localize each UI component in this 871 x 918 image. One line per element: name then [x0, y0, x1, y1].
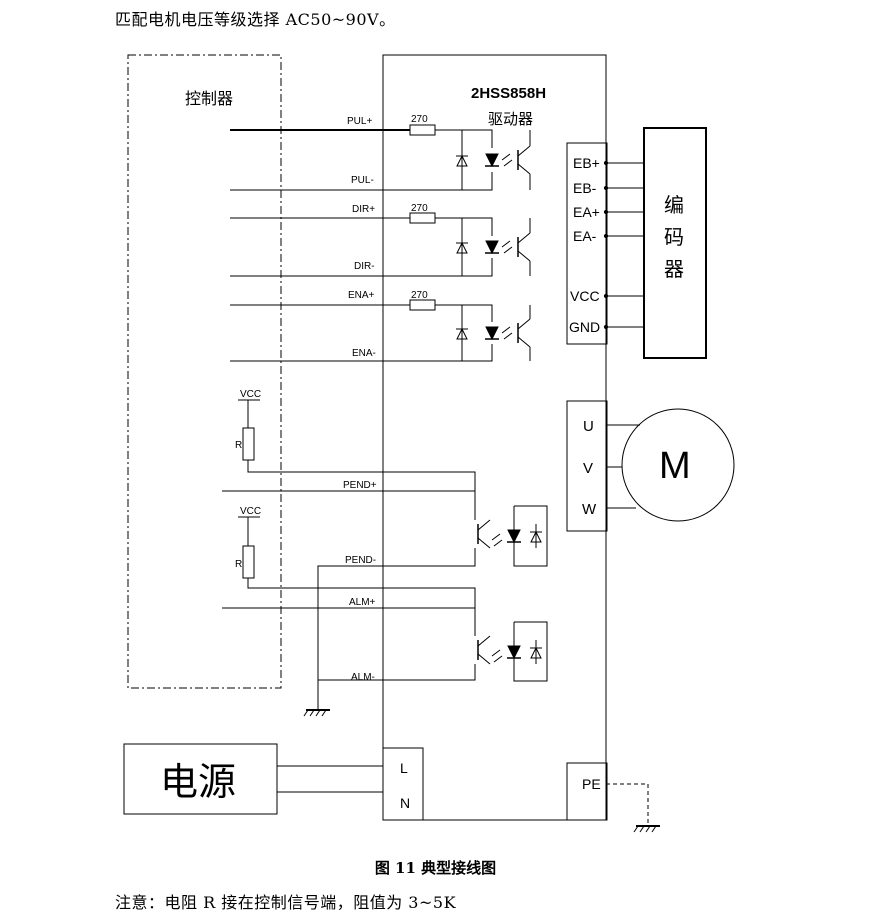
- encoder-label-char-1: 编: [664, 194, 684, 217]
- pend-plus-label: PEND+: [343, 480, 377, 491]
- dir-channel: [409, 212, 531, 277]
- pend-pullup: [238, 399, 476, 520]
- eb-plus-label: EB+: [573, 155, 600, 171]
- alm-output-opto: [477, 621, 548, 682]
- driver-box: [382, 54, 607, 821]
- pe-ground-symbol: [633, 825, 660, 833]
- dir-resistor-value: 270: [411, 203, 428, 214]
- ena-channel: [409, 299, 531, 362]
- motor-label: M: [659, 445, 691, 487]
- encoder-box: [643, 127, 707, 359]
- pe-label: PE: [582, 776, 601, 792]
- driver-model: 2HSS858H: [471, 85, 546, 102]
- motor-wires: [606, 424, 640, 509]
- dir-minus-label: DIR-: [354, 261, 375, 272]
- ea-plus-label: EA+: [573, 204, 600, 220]
- encoder-vcc-label: VCC: [570, 288, 600, 304]
- motor-u-label: U: [583, 418, 594, 435]
- motor-w-label: W: [582, 501, 597, 518]
- power-port-box: [382, 747, 424, 821]
- encoder-label-char-2: 码: [664, 227, 684, 249]
- pend-vcc-label: VCC: [240, 389, 261, 400]
- pend-r-label: R: [235, 440, 242, 451]
- controller-box: [127, 54, 282, 689]
- motor-v-label: V: [583, 460, 593, 477]
- figure-caption: 图 11 典型接线图: [374, 859, 497, 877]
- driver-label: 驱动器: [488, 111, 533, 128]
- ea-minus-label: EA-: [573, 228, 597, 244]
- pul-plus-label: PUL+: [347, 116, 372, 127]
- encoder-label-char-3: 器: [664, 259, 684, 281]
- encoder-wires: [603, 160, 644, 330]
- power-label: 电源: [160, 760, 236, 804]
- ground-return: [303, 548, 476, 717]
- ena-plus-label: ENA+: [348, 290, 375, 301]
- encoder-gnd-label: GND: [569, 319, 600, 335]
- alm-plus-label: ALM+: [349, 597, 376, 608]
- ena-resistor-value: 270: [411, 290, 428, 301]
- intro-text: 匹配电机电压等级选择 AC50~90V。: [115, 10, 396, 29]
- ena-minus-label: ENA-: [352, 348, 376, 359]
- alm-r-label: R: [235, 559, 242, 570]
- power-l-label: L: [400, 760, 408, 776]
- power-wires: [277, 765, 383, 793]
- pend-minus-label: PEND-: [345, 555, 376, 566]
- eb-minus-label: EB-: [573, 180, 597, 196]
- note-text: 注意：电阻 R 接在控制信号端，阻值为 3~5K: [115, 893, 457, 912]
- alm-minus-label: ALM-: [351, 672, 375, 683]
- alm-vcc-label: VCC: [240, 506, 261, 517]
- encoder-port-box: [566, 142, 608, 345]
- power-n-label: N: [400, 795, 410, 811]
- motor-circle: [621, 408, 735, 522]
- alm-pullup: [238, 516, 476, 636]
- pul-channel: [409, 124, 531, 191]
- controller-label: 控制器: [185, 90, 233, 108]
- motor-port-box: [566, 400, 608, 532]
- power-box: [123, 743, 278, 815]
- dir-plus-label: DIR+: [352, 204, 375, 215]
- pul-resistor-value: 270: [411, 114, 428, 125]
- pul-minus-label: PUL-: [351, 175, 374, 186]
- pe-port-box: [566, 762, 608, 821]
- pend-output-opto: [477, 505, 548, 567]
- pe-dashed-wire: [606, 783, 649, 826]
- input-lines: [230, 129, 462, 362]
